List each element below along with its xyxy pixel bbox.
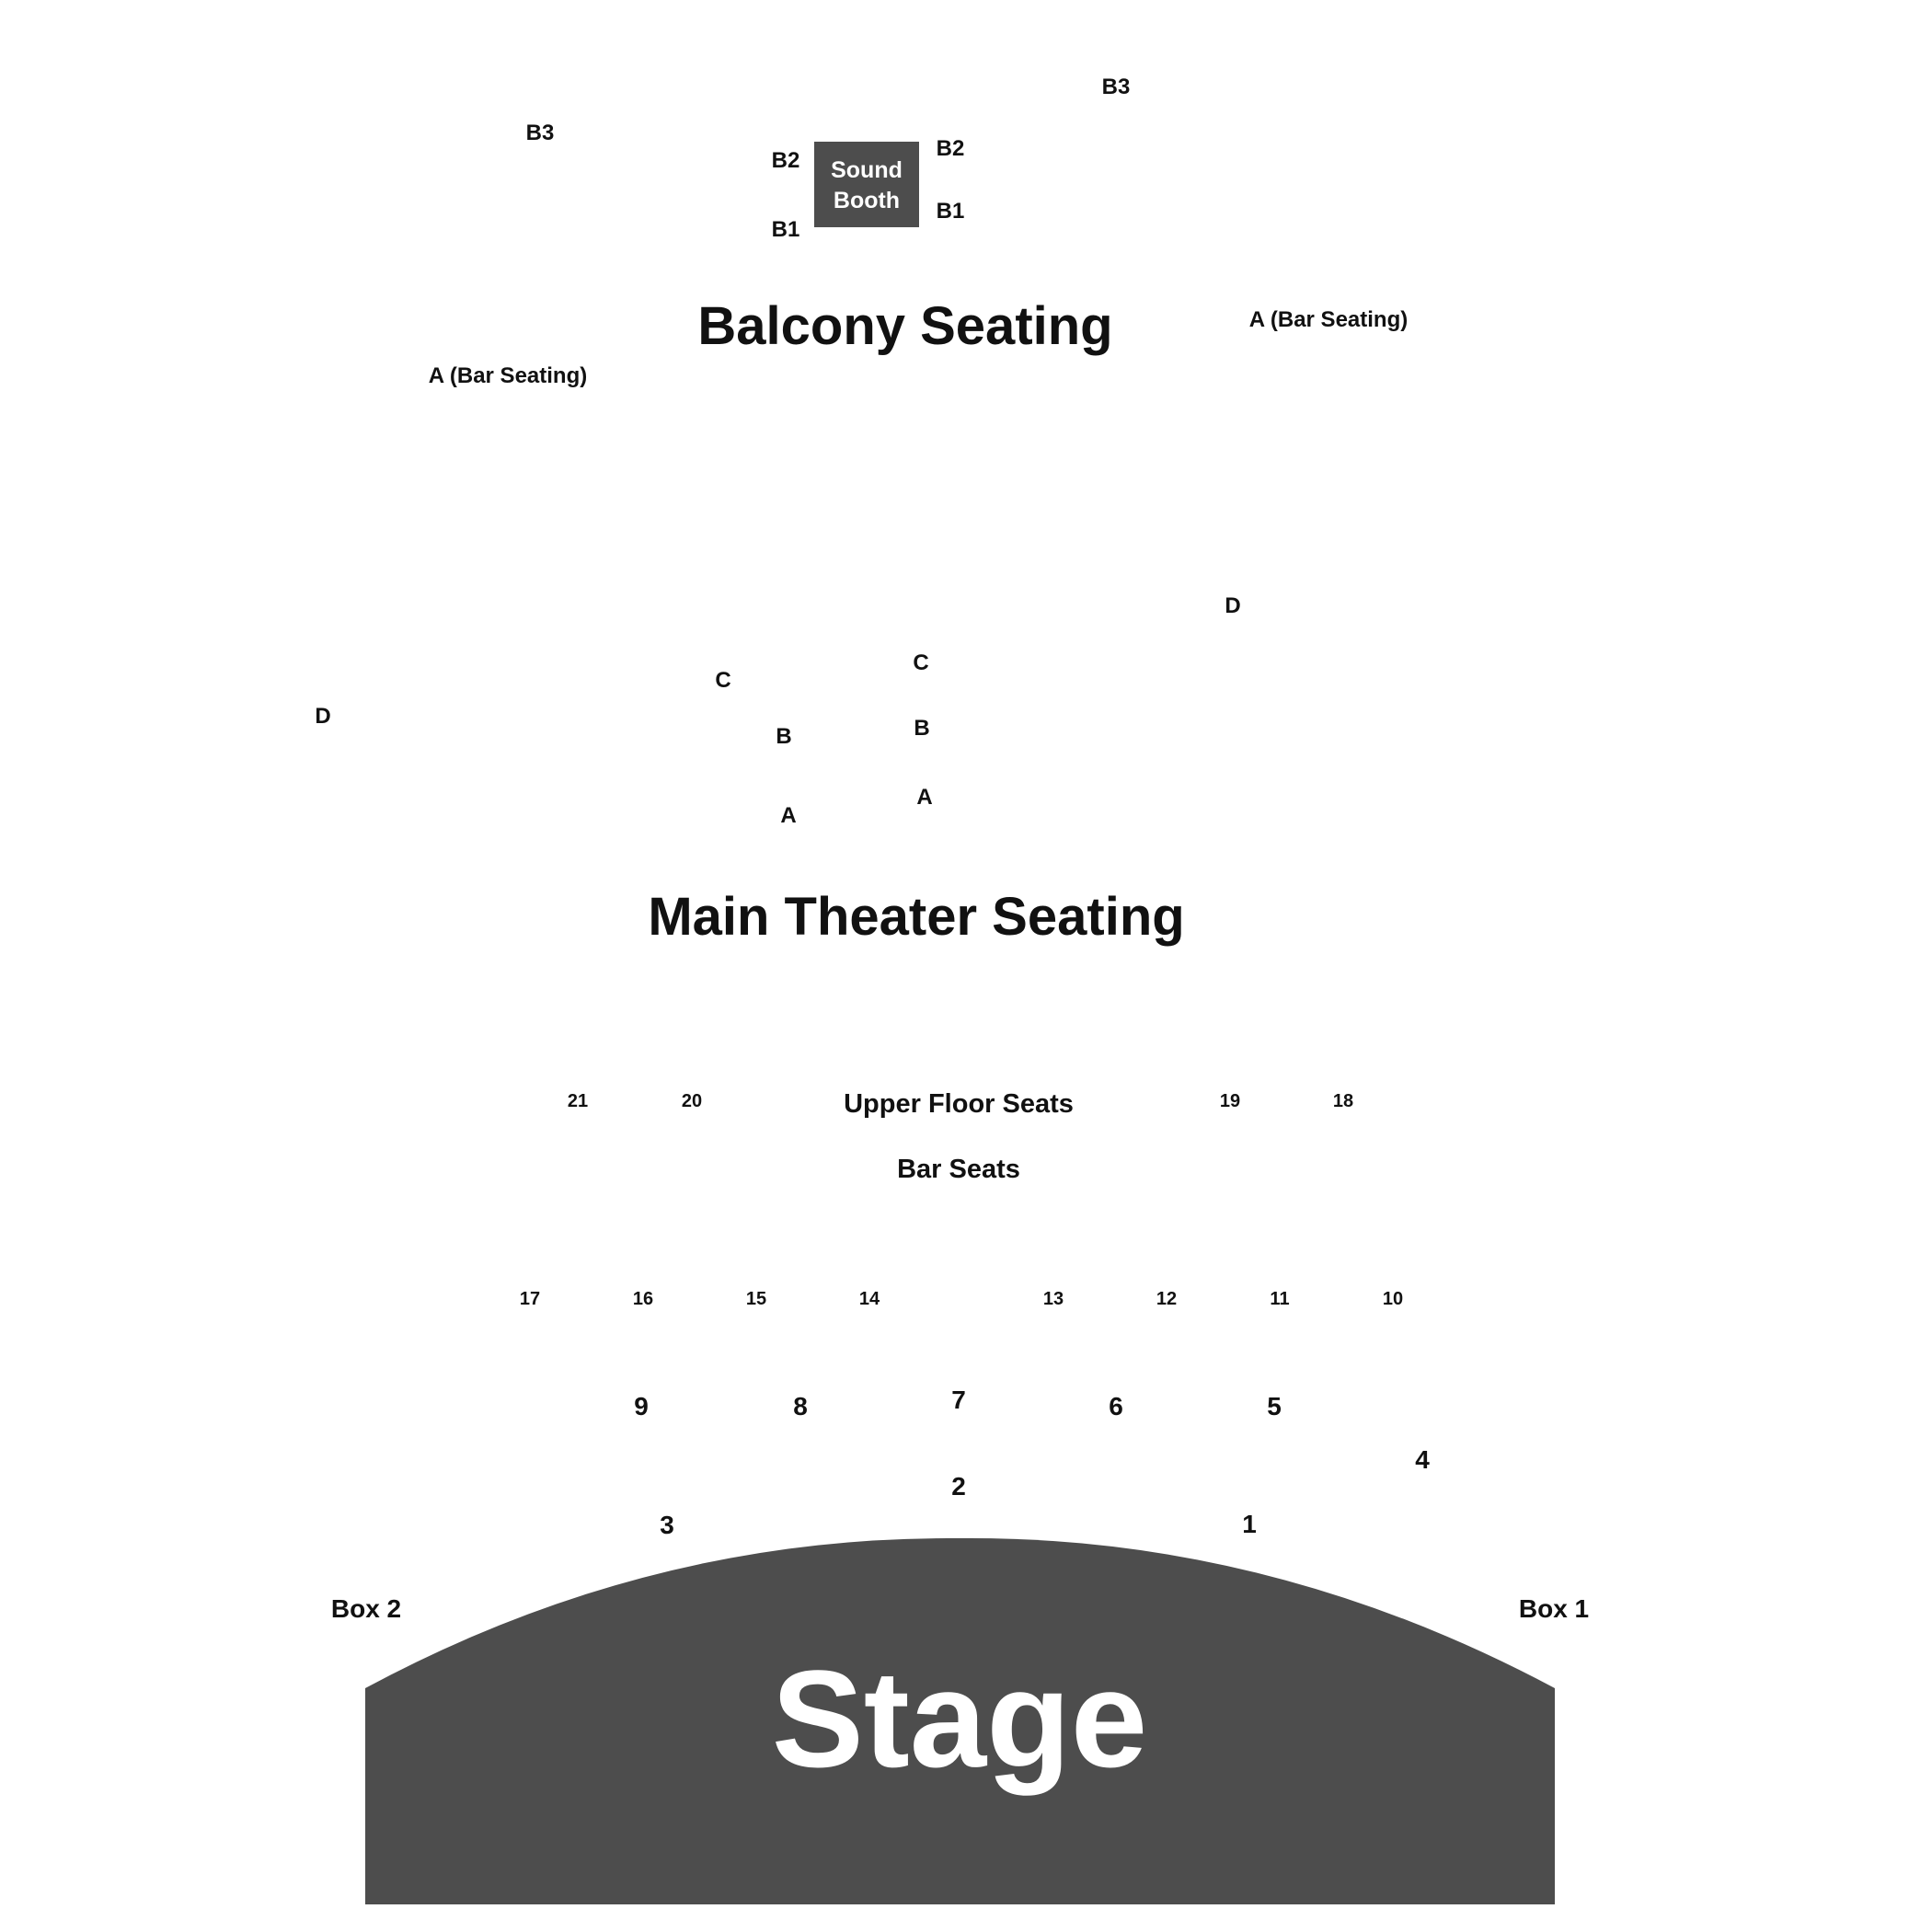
stage-shape [365, 1538, 1555, 1904]
row-label-b1-right: B1 [937, 199, 965, 224]
table-number-9: 9 [634, 1392, 649, 1420]
box-2-label: Box 2 [331, 1594, 401, 1623]
seat-number-18: 18 [1333, 1091, 1353, 1111]
row-label-b-right: B [914, 716, 929, 741]
row-label-b3-left: B3 [526, 121, 555, 145]
table-number-4: 4 [1415, 1445, 1430, 1474]
seat-number-15: 15 [746, 1289, 766, 1309]
box-1-label: Box 1 [1519, 1594, 1589, 1623]
bar-seats-label: Bar Seats [897, 1155, 1020, 1184]
seat-number-16: 16 [633, 1289, 653, 1309]
row-label-d-right: D [1225, 593, 1240, 618]
seat-number-17: 17 [520, 1289, 540, 1309]
seat-number-14: 14 [859, 1289, 880, 1309]
seat-number-11: 11 [1270, 1289, 1289, 1309]
row-label-c-left: C [715, 668, 730, 693]
row-label-a-bar-right: A (Bar Seating) [1249, 307, 1408, 332]
main-theater-seating-title: Main Theater Seating [648, 887, 1184, 947]
seat-number-13: 13 [1043, 1289, 1064, 1309]
upper-floor-seats-label: Upper Floor Seats [844, 1089, 1074, 1119]
seat-number-20: 20 [682, 1091, 702, 1111]
row-label-b3-right: B3 [1102, 75, 1131, 99]
table-number-3: 3 [660, 1511, 674, 1539]
stage-label: Stage [772, 1641, 1147, 1796]
row-label-a-right: A [916, 785, 932, 810]
row-label-c-right: C [913, 650, 928, 675]
row-label-d-left: D [315, 704, 330, 729]
row-label-a-bar-left: A (Bar Seating) [429, 363, 587, 388]
row-label-b2-left: B2 [772, 148, 800, 173]
row-label-b-left: B [776, 724, 791, 749]
table-number-6: 6 [1109, 1392, 1123, 1420]
sound-booth-box [814, 142, 919, 227]
sound-booth-label-line1: Sound [831, 157, 903, 183]
row-label-a-left: A [780, 803, 796, 828]
table-number-2: 2 [951, 1472, 966, 1501]
table-number-8: 8 [793, 1392, 808, 1420]
sound-booth-label-line2: Booth [834, 188, 900, 213]
seat-number-19: 19 [1220, 1091, 1240, 1111]
balcony-seating-title: Balcony Seating [697, 296, 1112, 356]
table-number-5: 5 [1267, 1392, 1282, 1420]
seat-number-21: 21 [568, 1091, 588, 1111]
table-number-1: 1 [1242, 1510, 1257, 1538]
table-number-7: 7 [951, 1386, 966, 1414]
row-label-b1-left: B1 [772, 217, 800, 242]
seat-number-10: 10 [1383, 1289, 1403, 1309]
seat-number-12: 12 [1156, 1289, 1177, 1309]
row-label-b2-right: B2 [937, 136, 965, 161]
